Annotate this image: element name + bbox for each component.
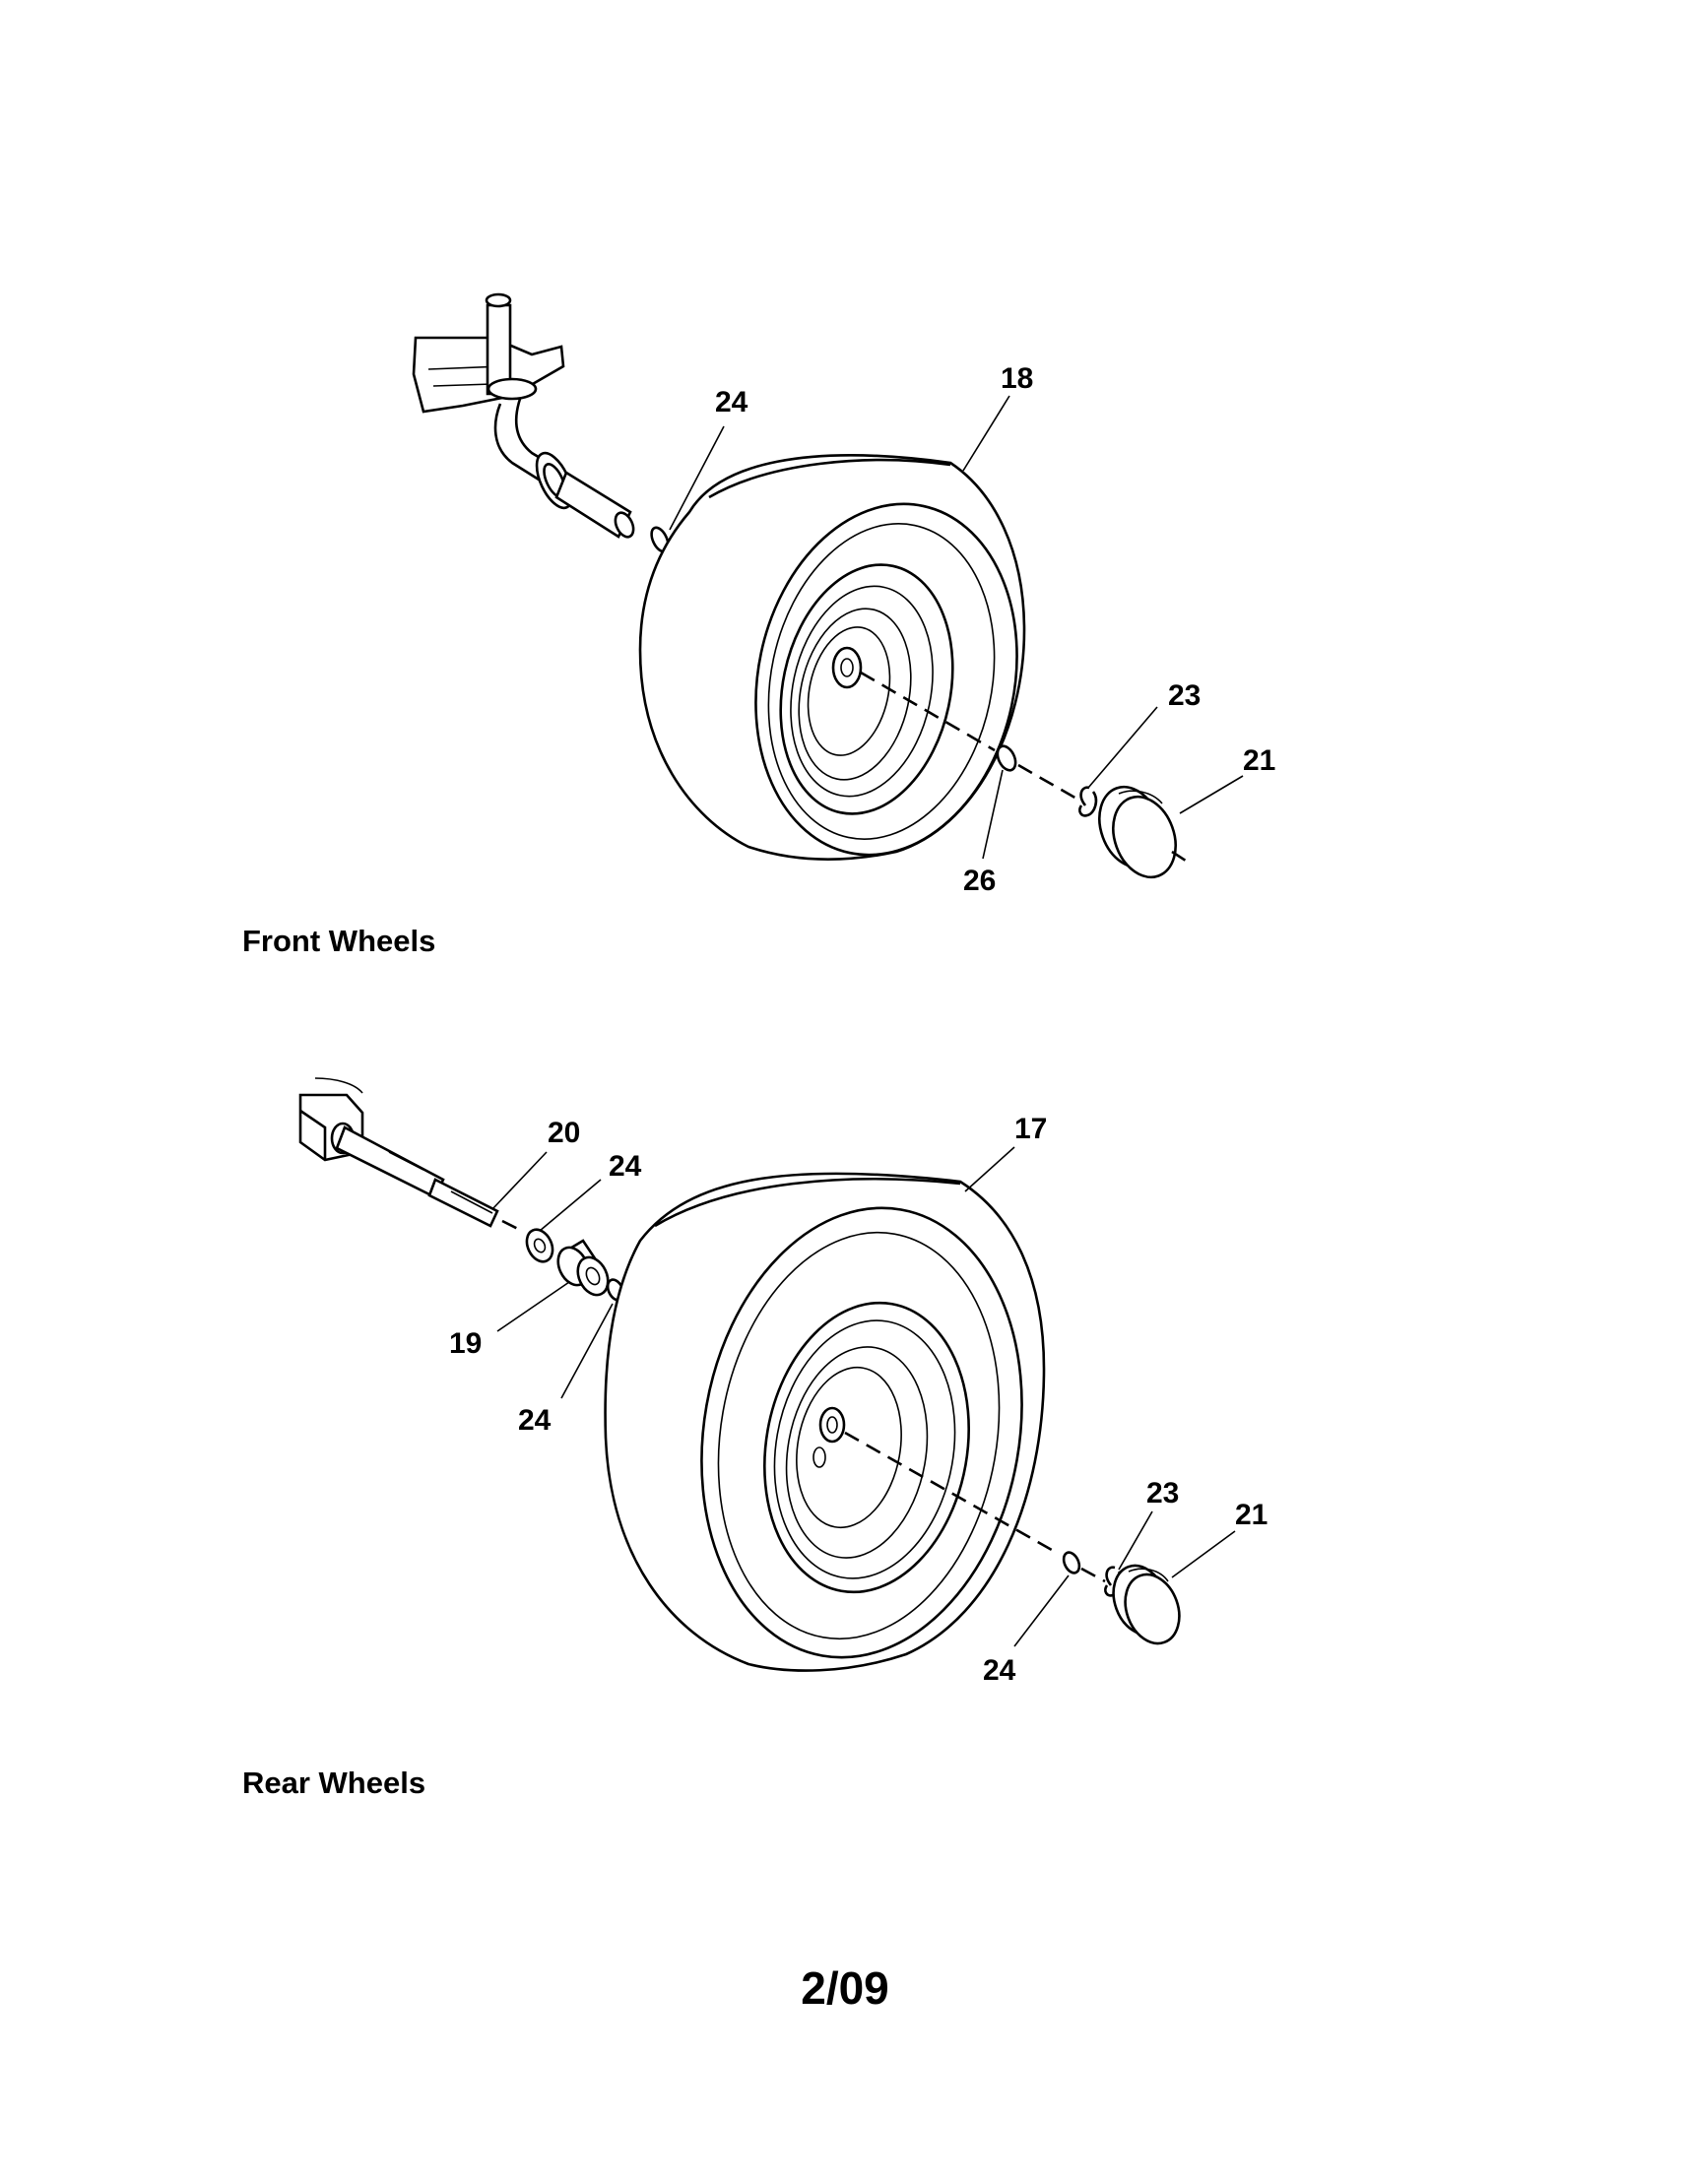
rear-washer-24-c	[1062, 1551, 1081, 1574]
rear-callout-17: 17	[1014, 1113, 1047, 1145]
rear-callout-23: 23	[1146, 1477, 1179, 1510]
rear-callout-24-left: 24	[518, 1404, 552, 1437]
rear-callout-21: 21	[1235, 1499, 1268, 1531]
front-wheel-assembly: 24 18 23 21 26	[412, 292, 1275, 897]
front-callout-24: 24	[715, 386, 748, 418]
rear-axle	[298, 1077, 499, 1228]
rear-wheel-assembly: 20 24 17 19 24 23 21 24	[298, 1077, 1268, 1687]
front-clip-23	[1078, 786, 1098, 817]
page-number: 2/09	[801, 1962, 889, 2014]
rear-washer-24-a	[525, 1228, 554, 1263]
front-spindle	[412, 292, 635, 539]
front-washer-26	[996, 744, 1017, 772]
front-callout-23: 23	[1168, 679, 1201, 712]
front-tire-18	[638, 454, 1026, 861]
front-callout-18: 18	[1001, 362, 1033, 395]
rear-cap-21	[1112, 1564, 1181, 1645]
rear-callout-20: 20	[548, 1117, 580, 1149]
rear-wheels-title: Rear Wheels	[242, 1766, 426, 1800]
front-wheels-title: Front Wheels	[242, 924, 436, 958]
front-cap-21	[1098, 785, 1177, 879]
rear-callout-24-bottom: 24	[983, 1654, 1016, 1687]
rear-tire-17	[604, 1172, 1046, 1672]
rear-spacer-19	[556, 1239, 610, 1297]
rear-callout-24-top: 24	[609, 1150, 642, 1183]
front-callout-21: 21	[1243, 744, 1275, 777]
rear-callout-19: 19	[449, 1327, 482, 1360]
front-callout-26: 26	[963, 865, 996, 897]
